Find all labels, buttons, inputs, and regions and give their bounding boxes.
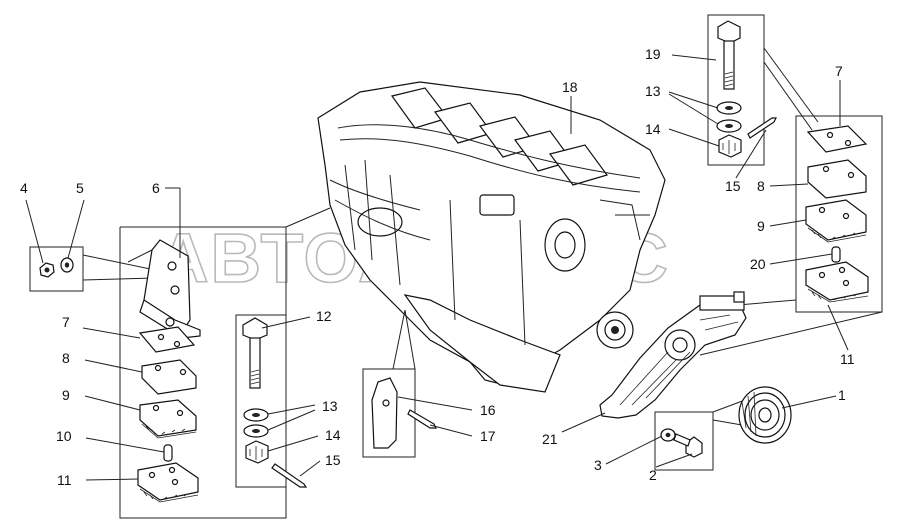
callout-7-right: 7 <box>835 63 843 79</box>
washer-part-3 <box>660 428 676 442</box>
callout-1: 1 <box>838 387 846 403</box>
callout-8-left: 8 <box>62 350 70 366</box>
cotter-pin-part-15-left <box>271 463 308 488</box>
callout-11-right: 11 <box>840 351 855 367</box>
leader-lines <box>25 54 849 481</box>
callout-13-right: 13 <box>645 83 661 99</box>
castle-nut-part-14-right <box>718 134 742 158</box>
plate-part-7-left <box>138 326 196 353</box>
cotter-pin-part-15-right <box>747 117 777 139</box>
nut-washer-box <box>29 246 84 292</box>
cushion-part-11-right <box>805 261 869 303</box>
castle-nut-part-14-left <box>245 440 269 464</box>
front-support-part-21 <box>599 291 747 419</box>
bolt-part-2 <box>673 433 703 458</box>
callout-15-right: 15 <box>725 178 741 194</box>
pin-part-10 <box>163 444 173 462</box>
pulley-part-1 <box>738 386 792 444</box>
cushion-part-9-right <box>805 199 867 243</box>
callout-13-left: 13 <box>322 398 338 414</box>
callout-7-left: 7 <box>62 314 70 330</box>
pad-part-8-right <box>807 159 867 199</box>
callout-10: 10 <box>56 428 72 444</box>
callout-14-left: 14 <box>325 427 341 443</box>
callout-16: 16 <box>480 402 496 418</box>
callout-6: 6 <box>152 180 160 196</box>
callout-11-left: 11 <box>57 472 72 488</box>
callout-15-left: 15 <box>325 452 341 468</box>
cushion-part-11-left <box>137 462 199 503</box>
callout-9-right: 9 <box>757 218 765 234</box>
bolt-group-frame-left <box>235 314 287 488</box>
pin-part-20 <box>831 246 841 263</box>
callout-20: 20 <box>750 256 766 272</box>
bracket-part-16 <box>371 377 398 449</box>
pad-part-8-left <box>141 359 197 395</box>
callout-4: 4 <box>20 180 28 196</box>
plate-part-7-right <box>806 125 868 153</box>
engine-illustration <box>317 81 666 393</box>
pulley-fastener-box <box>654 411 714 471</box>
bolt-part-12 <box>242 317 268 389</box>
callout-21: 21 <box>542 431 558 447</box>
callout-5: 5 <box>76 180 84 196</box>
bolt-part-19 <box>717 20 741 90</box>
bracket-part-6 <box>139 239 201 339</box>
bolt-group-frame-right <box>707 14 765 166</box>
cushion-part-9-left <box>139 399 197 439</box>
callout-8-right: 8 <box>757 178 765 194</box>
callout-3: 3 <box>594 457 602 473</box>
callout-9-left: 9 <box>62 387 70 403</box>
cotter-pin-part-17 <box>407 409 437 429</box>
callout-19: 19 <box>645 46 661 62</box>
callout-14-right: 14 <box>645 121 661 137</box>
callout-12: 12 <box>316 308 332 324</box>
callout-2: 2 <box>649 467 657 483</box>
callout-17: 17 <box>480 428 496 444</box>
callout-labels: 1 2 3 4 5 6 7 7 8 8 9 9 10 11 11 12 13 1… <box>20 46 855 488</box>
callout-18: 18 <box>562 79 578 95</box>
